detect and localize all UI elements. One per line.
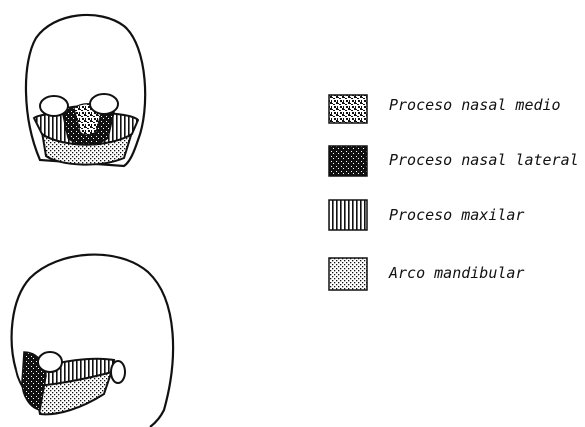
- legend-swatch-lateral-nasal: [328, 145, 368, 177]
- legend-label-lateral-nasal: Proceso nasal lateral: [389, 151, 579, 169]
- legend-swatch-medial-nasal: [328, 94, 368, 124]
- lateral-eye: [37, 351, 63, 373]
- legend-swatch-maxillary: [328, 199, 368, 231]
- legend-label-maxillary: Proceso maxilar: [389, 206, 525, 224]
- legend-label-mandibular: Arco mandibular: [389, 264, 525, 282]
- lateral-ear: [110, 360, 126, 384]
- legend-label-medial-nasal: Proceso nasal medio: [389, 96, 561, 114]
- lateral-view-head: [10, 253, 175, 427]
- frontal-right-eye: [89, 93, 119, 115]
- frontal-view-head: [24, 13, 147, 168]
- legend-swatch-mandibular: [328, 257, 368, 291]
- frontal-left-eye: [39, 95, 69, 117]
